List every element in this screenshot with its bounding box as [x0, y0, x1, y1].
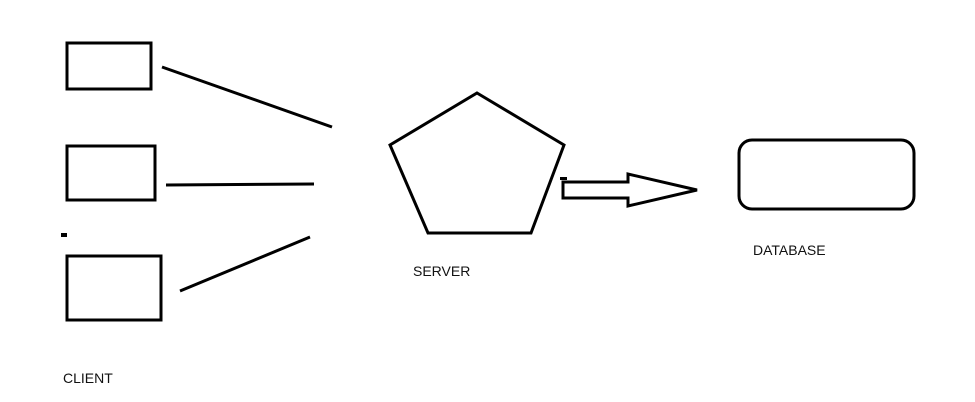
arrow-server-to-database: [561, 172, 698, 208]
client-box-bottom: [65, 254, 163, 322]
connector-client-middle: [165, 182, 315, 187]
client-label: CLIENT: [63, 370, 113, 386]
database-box: [737, 138, 916, 211]
server-label: SERVER: [413, 263, 470, 279]
connector-client-bottom: [179, 235, 311, 293]
stray-mark-left: [61, 233, 67, 237]
server-pentagon: [388, 91, 566, 235]
stray-mark-arrow: [560, 177, 567, 180]
connector-client-top: [161, 65, 333, 129]
client-box-top: [65, 41, 153, 91]
database-label: DATABASE: [753, 242, 826, 258]
client-box-middle: [65, 144, 157, 202]
